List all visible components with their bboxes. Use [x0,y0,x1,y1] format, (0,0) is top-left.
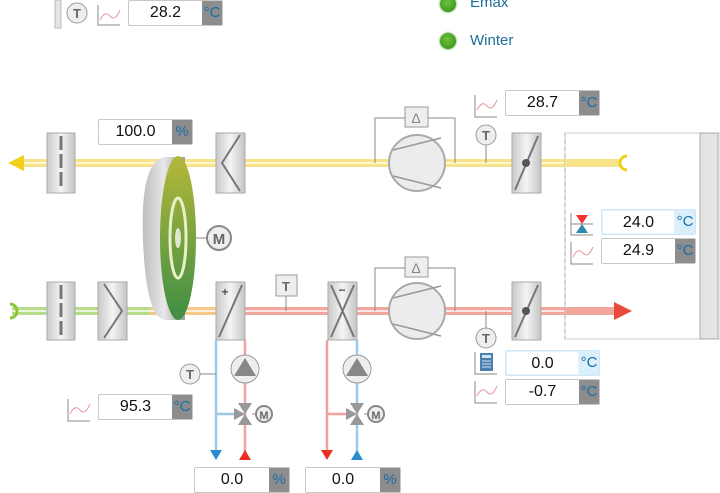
outdoor-wall [54,0,62,29]
value: 100.0 [115,123,156,140]
unit: % [269,468,289,492]
heat-recovery-wheel[interactable] [142,156,196,320]
svg-text:T: T [482,331,490,346]
cooler-pump-icon[interactable] [342,354,372,384]
trend-icon[interactable] [474,381,498,404]
room-temp-field[interactable]: 24.9 °C [601,238,696,264]
exhaust-arrow-icon [8,155,24,171]
value: 0.0 [220,471,244,488]
svg-text:+: + [221,285,228,299]
exhaust-temp-sensor-icon: T [475,124,497,163]
value: 28.2 [149,4,182,21]
cooler-valve-icon[interactable]: M [346,403,385,425]
outdoor-intake-icon [9,302,19,320]
setpoint-icon[interactable] [570,213,593,236]
wheel-motor-icon: M [196,225,232,251]
supply-bag-filter[interactable] [97,281,128,341]
pressure-delta-icon: Δ [411,110,420,126]
unit: °C [202,1,222,25]
supply-temp-sensor-icon: T [475,311,497,349]
svg-text:T: T [482,128,490,143]
mid-temp-sensor-icon: T [275,274,298,311]
unit: °C [579,351,599,375]
exhaust-filter[interactable] [46,132,76,194]
exhaust-bag-filter[interactable] [215,132,246,194]
room-setpoint-field[interactable]: 24.0°C [601,209,696,235]
unit: °C [579,91,599,115]
emax-status-led [440,0,456,12]
supply-damper[interactable] [511,281,542,341]
unit: °C [579,380,599,404]
cooler-valve-field[interactable]: 0.0% [305,467,401,493]
unit: °C [675,210,695,234]
supply-setpoint-offset-field[interactable]: 0.0°C [505,350,600,376]
supply-temp-field[interactable]: -0.7 °C [505,379,600,405]
pressure-delta-icon: Δ [411,260,420,276]
unit: °C [675,239,695,263]
wheel-speed-field[interactable]: 100.0% [98,119,193,145]
exhaust-temp-field[interactable]: 28.7 °C [505,90,600,116]
value: 0.0 [331,471,355,488]
heater-pump-icon[interactable] [230,354,260,384]
value: 95.3 [119,398,152,415]
trend-icon[interactable] [570,242,594,265]
value: 24.9 [622,242,655,259]
unit: °C [172,395,192,419]
winter-label: Winter [470,32,514,49]
emax-label: Emax [470,0,509,11]
heater-coil[interactable]: + [215,281,246,341]
trend-icon[interactable] [97,5,121,26]
heater-valve-field[interactable]: 0.0% [194,467,290,493]
trend-icon[interactable] [67,399,91,422]
svg-text:−: − [338,283,345,297]
outdoor-temp-field[interactable]: 28.2 °C [128,0,223,26]
heater-return-temp-field[interactable]: 95.3 °C [98,394,193,420]
exhaust-fan[interactable]: Δ [374,106,456,192]
ahu-diagram: T M Δ [8,0,720,460]
heater-return-temp-sensor-icon: T [179,363,201,385]
supply-fan[interactable]: Δ [374,256,456,340]
value: 0.0 [507,352,578,374]
heater-valve-icon[interactable]: M [234,403,273,425]
room [564,132,720,340]
cooler-piping [321,340,363,460]
svg-text:T: T [186,367,194,382]
svg-text:T: T [73,6,81,21]
svg-text:M: M [213,231,226,248]
cooler-coil[interactable]: − [327,281,358,341]
value: -0.7 [528,383,557,400]
outdoor-temp-sensor-icon: T [66,2,88,24]
outdoor-filter[interactable] [46,281,76,341]
svg-text:M: M [371,410,380,422]
exhaust-damper[interactable] [511,132,542,194]
unit: % [380,468,400,492]
value: 28.7 [526,94,559,111]
value: 24.0 [603,211,674,233]
trend-icon[interactable] [474,95,498,118]
unit: % [172,120,192,144]
calculator-icon[interactable] [474,352,497,375]
svg-text:T: T [282,279,290,294]
winter-status-led [440,33,456,49]
svg-text:M: M [259,410,268,422]
